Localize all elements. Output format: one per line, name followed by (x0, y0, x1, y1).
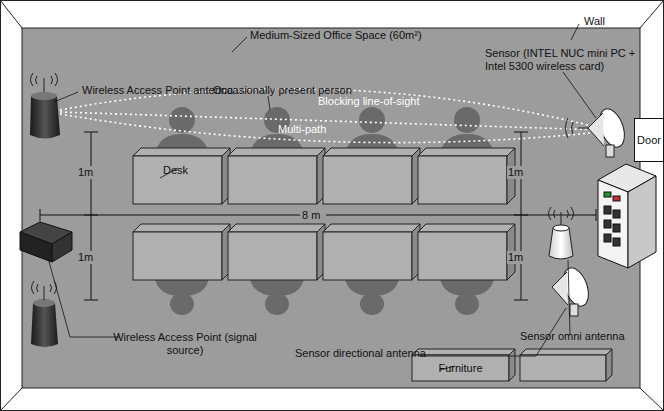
desk-box: Desk (133, 156, 222, 204)
multipath-label: Multi-path (278, 123, 326, 136)
label-text: Door (637, 134, 661, 146)
dimension-label: 1m (507, 251, 524, 264)
ap-antenna-label: Wireless Access Point antenna (82, 84, 233, 97)
dimension-label: 1m (507, 166, 524, 179)
sensor-label: Sensor (INTEL NUC mini PC + Intel 5300 w… (485, 47, 655, 73)
dimension-label: 1m (77, 166, 94, 179)
los-label: Blocking line-of-sight (318, 95, 420, 108)
dimension-label: 1m (77, 251, 94, 264)
omni-antenna-label: Sensor omni antenna (520, 330, 625, 343)
label-text: Desk (163, 164, 188, 176)
furniture-box: Furniture (412, 355, 509, 381)
directional-antenna-label: Sensor directional antenna (295, 347, 426, 360)
ap-label: Wireless Access Point (signal source) (100, 331, 270, 357)
door-box: Door (634, 118, 664, 162)
label-text: Furniture (438, 362, 482, 374)
wall-label: Wall (584, 15, 605, 28)
dimension-label: 8 m (301, 209, 321, 222)
room-title: Medium-Sized Office Space (60m²) (250, 29, 422, 42)
